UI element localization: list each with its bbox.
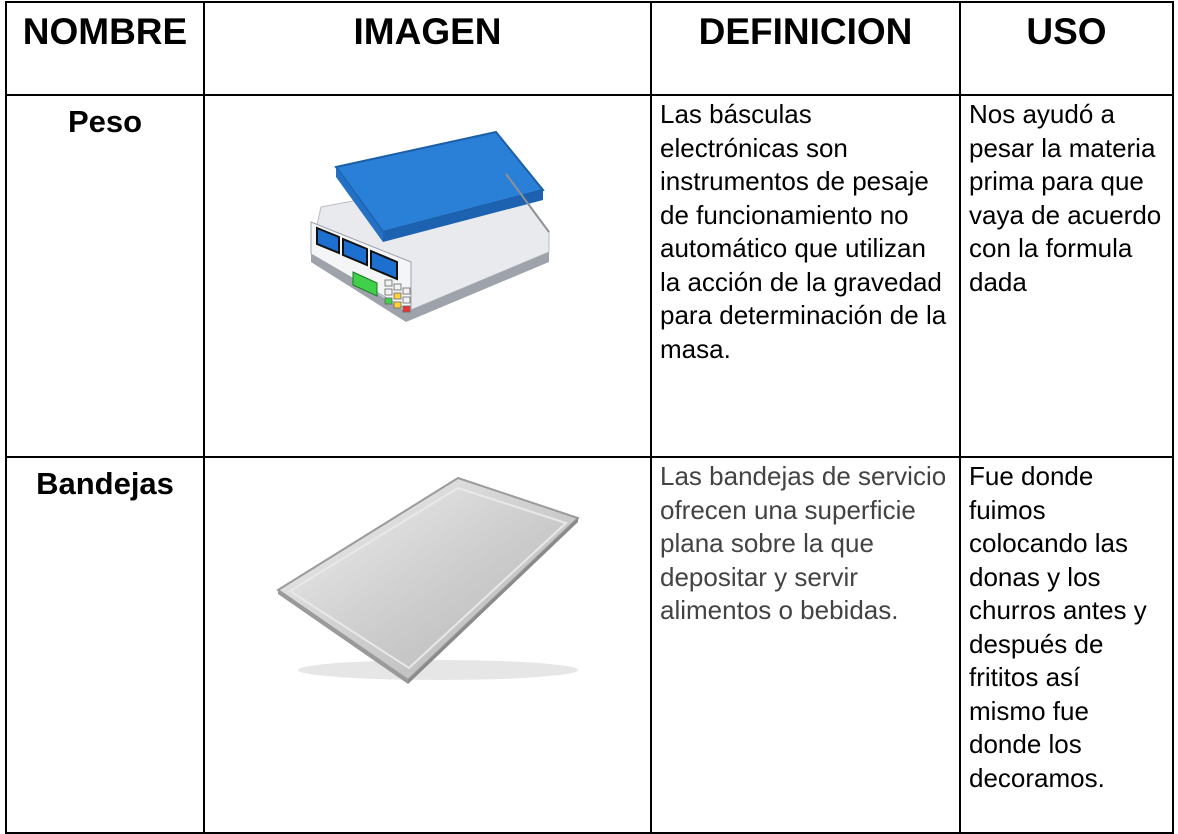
electronic-scale-icon — [310, 130, 550, 322]
row-use: Nos ayudó a pesar la materia prima para … — [959, 94, 1174, 458]
row-image-cell — [203, 94, 652, 458]
metal-tray-icon — [276, 476, 580, 684]
row-name: Peso — [5, 94, 205, 458]
row-image-cell — [203, 456, 652, 834]
table-row: Peso — [5, 94, 1174, 458]
table-row: Bandejas Las bandejas de servicio ofrece… — [5, 456, 1174, 834]
header-imagen: IMAGEN — [203, 1, 652, 96]
header-row: NOMBRE IMAGEN DEFINICION USO — [5, 1, 1174, 96]
header-definicion: DEFINICION — [650, 1, 961, 96]
tools-table: NOMBRE IMAGEN DEFINICION USO Peso — [5, 1, 1174, 834]
row-definition: Las bandejas de servicio ofrecen una sup… — [650, 456, 961, 834]
header-uso: USO — [959, 1, 1174, 96]
header-nombre: NOMBRE — [5, 1, 205, 96]
row-name: Bandejas — [5, 456, 205, 834]
row-definition: Las básculas electrónicas son instrument… — [650, 94, 961, 458]
row-use: Fue donde fuimos colocando las donas y l… — [959, 456, 1174, 834]
